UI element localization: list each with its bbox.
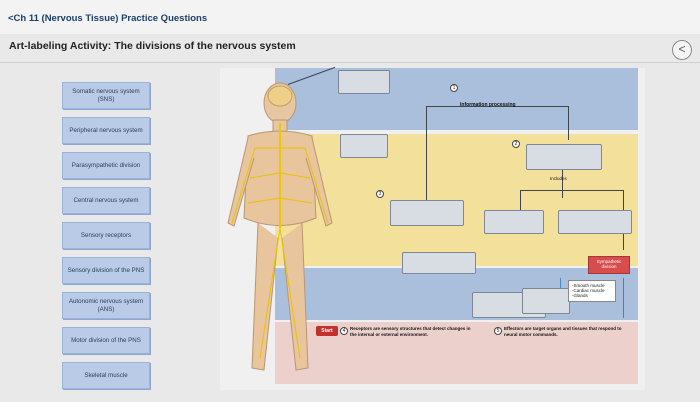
information-processing-label: Information processing [460, 102, 516, 108]
label-peripheral-nervous-system[interactable]: Peripheral nervous system [62, 117, 150, 144]
effector-item: -Smooth muscle [572, 283, 605, 288]
label-bank: Somatic nervous system (SNS) Peripheral … [55, 72, 160, 390]
label-motor-division-pns[interactable]: Motor division of the PNS [62, 327, 150, 354]
label-sensory-division-pns[interactable]: Sensory division of the PNS [62, 257, 150, 284]
back-link[interactable]: <Ch 11 (Nervous Tissue) Practice Questio… [8, 13, 208, 24]
label-autonomic-nervous-system[interactable]: Autonomic nervous system (ANS) [62, 292, 150, 319]
label-somatic-nervous-system[interactable]: Somatic nervous system (SNS) [62, 82, 150, 109]
flow-line [520, 190, 624, 191]
flow-line [562, 168, 563, 198]
drop-zone-5[interactable] [484, 210, 544, 234]
human-figure-illustration [227, 82, 333, 371]
diagram-area: 1 2 3 Information processing Includes Sy… [220, 66, 645, 390]
includes-label: Includes [550, 176, 567, 181]
label-sensory-receptors[interactable]: Sensory receptors [62, 222, 150, 249]
sympathetic-division-box: Sympathetic division [588, 256, 630, 274]
top-bar: <Ch 11 (Nervous Tissue) Practice Questio… [0, 0, 700, 34]
effector-list: -Smooth muscle -Cardiac muscle -Glands [568, 280, 616, 302]
label-central-nervous-system[interactable]: Central nervous system [62, 187, 150, 214]
flow-line [568, 106, 569, 140]
drop-zone-9[interactable] [522, 288, 570, 314]
drop-zone-1[interactable] [338, 70, 390, 94]
step-number: 4 [340, 327, 348, 335]
effector-item: -Cardiac muscle [572, 288, 605, 293]
flow-line [623, 278, 624, 318]
header-divider [0, 62, 700, 63]
label-parasympathetic-division[interactable]: Parasympathetic division [62, 152, 150, 179]
drop-zone-4[interactable] [526, 144, 602, 170]
drop-zone-6[interactable] [558, 210, 632, 234]
drop-zone-3[interactable] [390, 200, 464, 226]
drop-zone-7[interactable] [402, 252, 476, 274]
step-number: 1 [450, 84, 458, 92]
flow-line [426, 106, 427, 214]
flow-line [426, 106, 568, 107]
effectors-description: Effectors are target organs and tissues … [504, 326, 622, 337]
effector-item: -Glands [572, 293, 588, 298]
cns-band [275, 68, 638, 130]
previous-button[interactable]: < [672, 40, 692, 60]
step-number: 2 [512, 140, 520, 148]
step-number: 3 [376, 190, 384, 198]
receptors-description: Receptors are sensory structures that de… [350, 326, 471, 337]
activity-title: Art-labeling Activity: The divisions of … [9, 40, 296, 52]
drop-zone-2[interactable] [340, 134, 388, 158]
flow-line [560, 278, 561, 294]
step-number: 5 [494, 327, 502, 335]
label-skeletal-muscle[interactable]: Skeletal muscle [62, 362, 150, 389]
start-button[interactable]: Start [316, 326, 338, 336]
